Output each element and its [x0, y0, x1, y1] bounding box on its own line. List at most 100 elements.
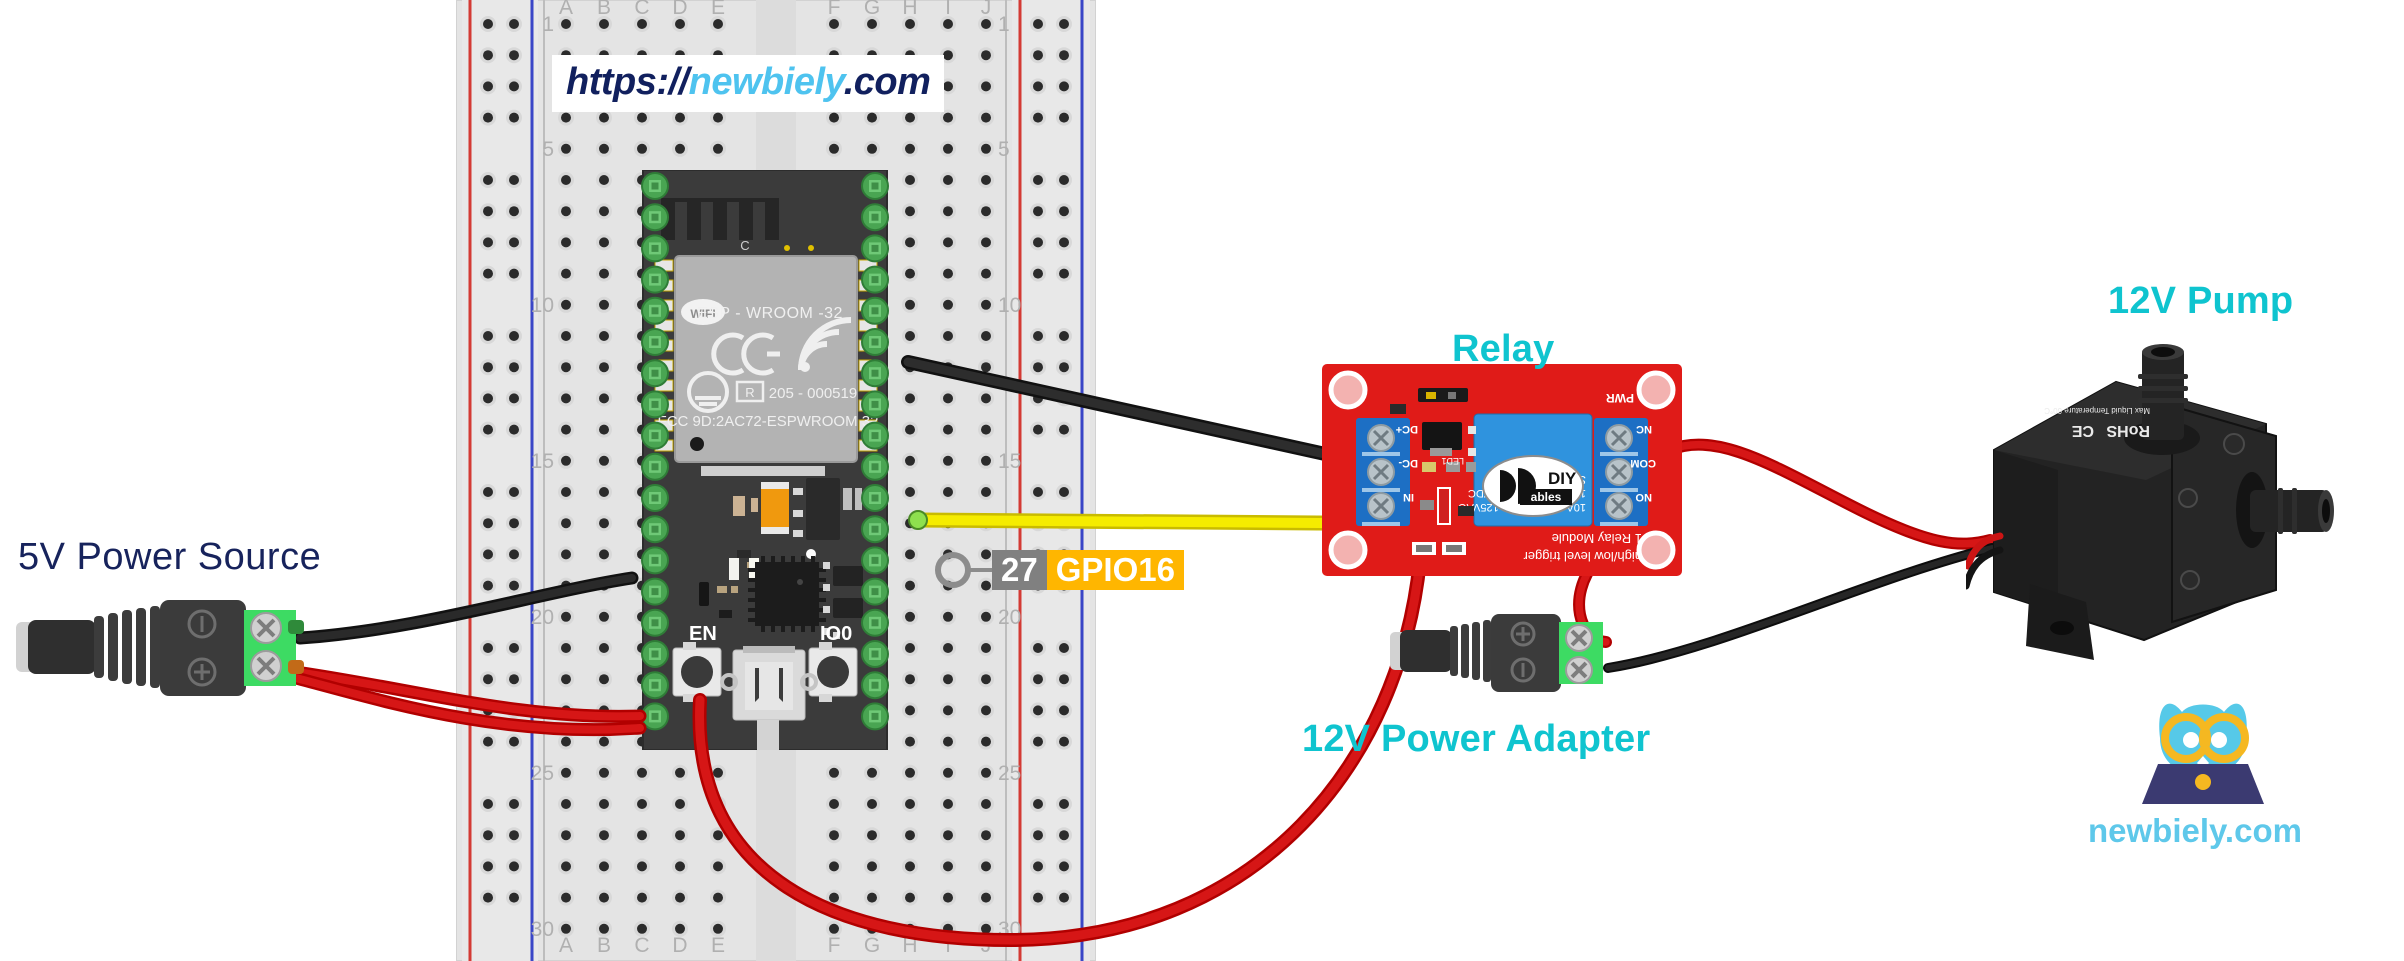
jack12-plus-icon: [1510, 621, 1536, 647]
esp32-header-pin: [861, 203, 889, 232]
breadboard-hole: [1030, 671, 1046, 688]
owl-glasses-right-icon: [2199, 713, 2249, 763]
breadboard-hole: [1056, 172, 1072, 188]
breadboard-hole: [634, 16, 650, 32]
breadboard-hole: [1056, 733, 1072, 750]
esp32-header-pin: [641, 359, 669, 388]
owl-eye-right-icon: [2211, 732, 2227, 748]
breadboard-hole: [940, 203, 956, 220]
breadboard-hole: [1056, 234, 1072, 251]
breadboard-hole: [596, 359, 612, 376]
breadboard-hole: [506, 234, 522, 251]
breadboard-label: C: [634, 934, 649, 957]
breadboard-hole: [940, 421, 956, 438]
breadboard-label: I: [945, 934, 951, 957]
breadboard-hole: [1030, 328, 1046, 344]
breadboard-hole: [1030, 78, 1046, 95]
esp32-header-pin: [641, 546, 669, 575]
breadboard-hole: [1030, 889, 1046, 906]
breadboard-label: D: [672, 0, 687, 19]
breadboard-hole: [940, 265, 956, 282]
breadboard-hole: [596, 796, 612, 812]
breadboard-hole: [558, 546, 574, 563]
breadboard-hole: [940, 140, 956, 157]
breadboard-hole: [480, 172, 496, 188]
esp-io0-button: [808, 642, 858, 702]
breadboard-hole: [558, 172, 574, 188]
pump-screws: [2178, 433, 2245, 590]
breadboard-hole: [672, 764, 688, 781]
breadboard-hole: [596, 858, 612, 875]
breadboard-hole: [506, 640, 522, 656]
breadboard-hole: [596, 608, 612, 625]
breadboard-hole: [940, 764, 956, 781]
breadboard-hole: [940, 484, 956, 500]
breadboard-hole: [558, 671, 574, 688]
breadboard-hole: [506, 78, 522, 95]
breadboard-hole: [480, 109, 496, 126]
breadboard-hole: [978, 16, 994, 32]
breadboard-hole: [596, 234, 612, 251]
esp-io0-label: IO0: [820, 623, 852, 645]
breadboard-hole: [826, 764, 842, 781]
breadboard-hole: [558, 109, 574, 126]
relay-terminal-in: IN: [1403, 491, 1414, 503]
breadboard-hole: [826, 109, 842, 126]
breadboard-hole: [1030, 109, 1046, 126]
breadboard-hole: [672, 889, 688, 906]
diyables-top: DIY: [1548, 469, 1577, 488]
breadboard-hole: [1030, 265, 1046, 282]
label-pump: 12V Pump: [2108, 280, 2294, 322]
breadboard-label: I: [945, 0, 951, 19]
esp32-header-pin: [641, 203, 669, 232]
esp32-header-pin: [861, 234, 889, 263]
breadboard-hole: [506, 421, 522, 438]
breadboard-hole: [596, 484, 612, 500]
breadboard-hole: [558, 421, 574, 438]
breadboard-hole: [672, 140, 688, 157]
breadboard-hole: [480, 577, 496, 594]
breadboard-hole: [710, 16, 726, 32]
breadboard-hole: [596, 764, 612, 781]
breadboard-label: 20: [998, 606, 1021, 629]
relay-pwr-label: PWR: [1606, 391, 1634, 405]
breadboard-label: E: [711, 0, 725, 19]
breadboard-hole: [480, 78, 496, 95]
breadboard-hole: [596, 140, 612, 157]
breadboard-hole: [558, 328, 574, 344]
breadboard-hole: [902, 733, 918, 750]
esp-wifi-text: WIFI: [690, 307, 715, 321]
breadboard-hole: [480, 546, 496, 563]
breadboard-hole: [978, 671, 994, 688]
breadboard-label: 5: [542, 138, 554, 161]
relay-input-screws: [1367, 424, 1395, 520]
breadboard-hole: [978, 577, 994, 594]
breadboard-hole: [864, 827, 880, 844]
breadboard-hole: [978, 265, 994, 282]
breadboard-hole: [978, 47, 994, 64]
breadboard-hole: [902, 203, 918, 220]
breadboard-hole: [710, 827, 726, 844]
watermark-url: https://newbiely.com: [552, 55, 945, 112]
breadboard-hole: [506, 359, 522, 376]
breadboard-hole: [480, 827, 496, 844]
breadboard-hole: [634, 796, 650, 812]
breadboard-hole: [506, 172, 522, 188]
breadboard-hole: [1030, 640, 1046, 656]
breadboard-label: 10: [998, 294, 1021, 317]
breadboard-hole: [940, 640, 956, 656]
breadboard-hole: [1030, 858, 1046, 875]
breadboard-hole: [940, 827, 956, 844]
breadboard-hole: [558, 858, 574, 875]
breadboard-hole: [506, 328, 522, 344]
breadboard-hole: [902, 390, 918, 407]
breadboard-hole: [940, 671, 956, 688]
breadboard-hole: [1030, 47, 1046, 64]
breadboard-hole: [902, 764, 918, 781]
breadboard-label: F: [828, 0, 841, 19]
breadboard-hole: [480, 328, 496, 344]
breadboard-hole: [480, 421, 496, 438]
recycle-mark-icon: [687, 371, 729, 413]
breadboard-hole: [506, 827, 522, 844]
breadboard-hole: [902, 702, 918, 719]
